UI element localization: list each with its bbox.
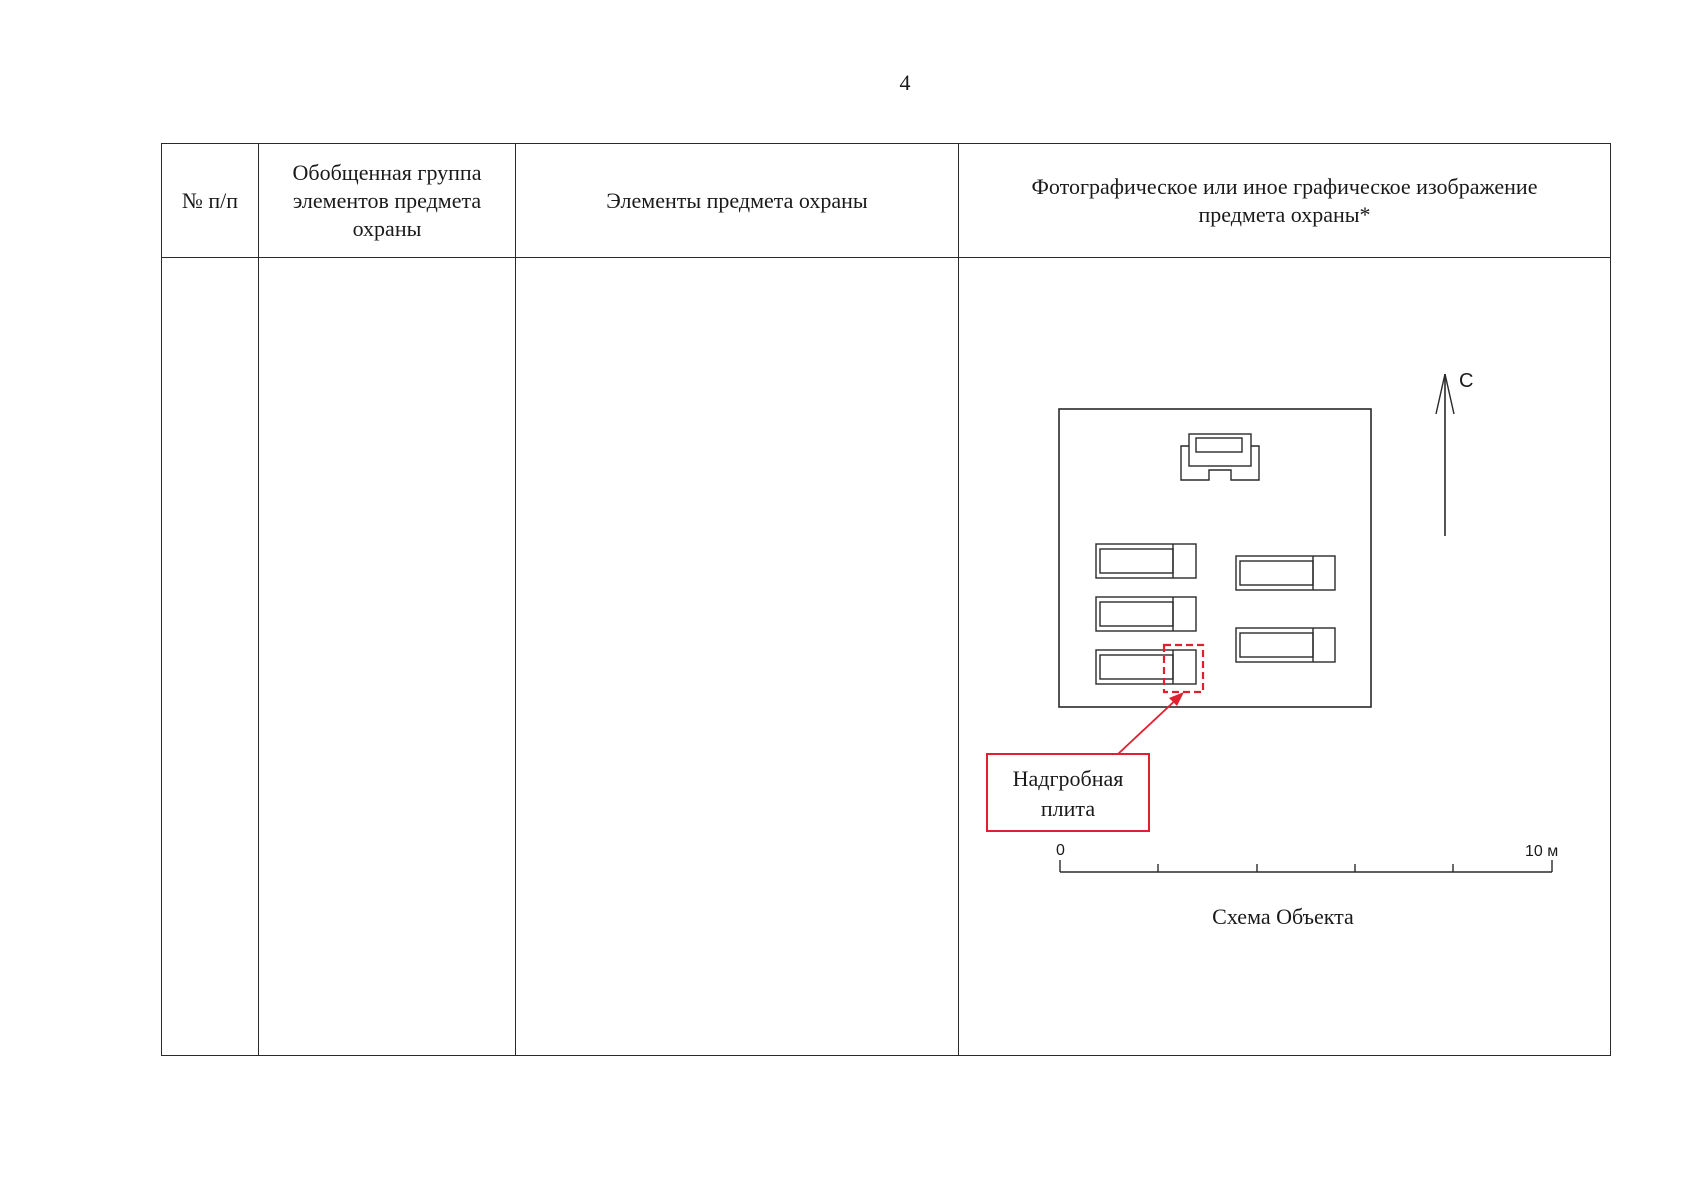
header-image: Фотографическое или иное графическое изо… [958,143,1611,258]
callout-text-line2: плита [1041,796,1095,821]
header-elements: Элементы предмета охраны [515,143,959,258]
grave-3 [1095,649,1197,685]
header-image-text: Фотографическое или иное графическое изо… [1031,173,1538,227]
table-header-row: № п/п Обобщенная группа элементов предме… [161,143,1611,258]
table-row: С [161,257,1611,1056]
scale-label-start: 0 [1056,842,1065,859]
cell-number [161,257,259,1056]
page-number: 4 [899,70,911,95]
header-number: № п/п [161,143,259,258]
grave-1 [1095,543,1197,579]
cell-group [258,257,516,1056]
header-group: Обобщенная группа элементов предмета охр… [258,143,516,258]
cell-image: С [958,257,1611,1056]
monument-icon [1180,433,1260,481]
callout-box [986,753,1150,832]
callout-arrow-icon [1117,692,1184,755]
grave-2 [1095,596,1197,632]
scale-label-end: 10 м [1525,843,1558,860]
callout-text-line1: Надгробная [1013,766,1124,791]
scale-bar [1059,860,1553,873]
tombstone-highlight [1162,643,1205,694]
heritage-protection-table: № п/п Обобщенная группа элементов предме… [161,143,1611,1056]
north-label: С [1459,370,1473,392]
site-boundary [1058,408,1372,708]
scheme-caption: Схема Объекта [1212,904,1354,929]
grave-5 [1235,627,1336,663]
object-scheme-diagram: С [986,370,1558,929]
north-arrow-icon [1435,373,1455,536]
cell-elements [515,257,959,1056]
grave-4 [1235,555,1336,591]
